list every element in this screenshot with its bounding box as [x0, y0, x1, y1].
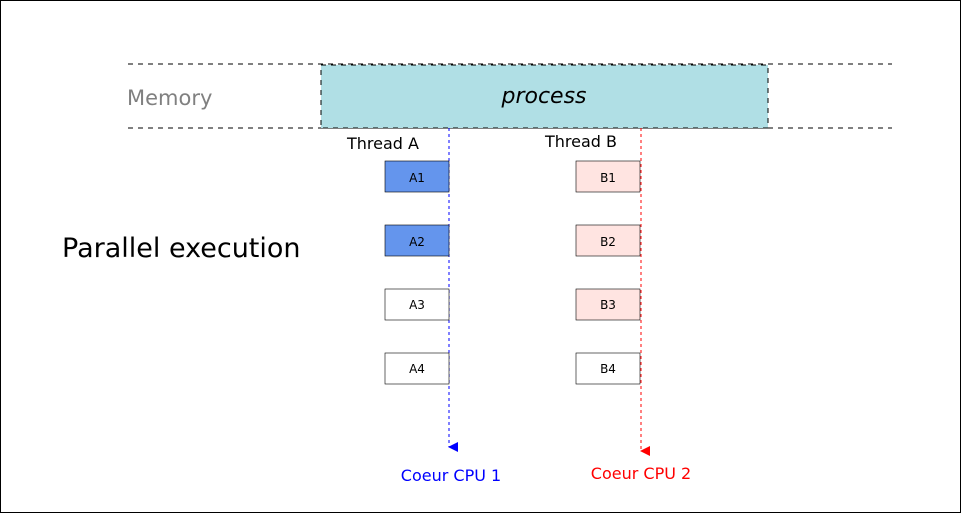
- thread-a-label: Thread A: [346, 134, 419, 153]
- task-label-a2: A2: [409, 235, 425, 249]
- task-label-a4: A4: [409, 362, 425, 376]
- task-label-b2: B2: [600, 235, 616, 249]
- task-label-a1: A1: [409, 171, 425, 185]
- diagram-title: Parallel execution: [62, 233, 301, 264]
- task-box-b3: [575, 288, 641, 321]
- task-box-a2: [384, 224, 450, 257]
- task-label-b3: B3: [600, 298, 616, 312]
- task-label-a3: A3: [409, 298, 425, 312]
- cpu-core-1-label: Coeur CPU 1: [401, 466, 501, 485]
- task-box-b4: [575, 352, 641, 385]
- task-box-a1: [384, 160, 450, 193]
- memory-label: Memory: [127, 86, 212, 110]
- cpu-core-2-label: Coeur CPU 2: [591, 464, 691, 483]
- task-box-a4: [384, 352, 450, 385]
- process-box: [320, 64, 769, 129]
- task-box-a3: [384, 288, 450, 321]
- task-box-b2: [575, 224, 641, 257]
- thread-a-tasks: A1 A2 A3 A4: [384, 160, 450, 385]
- task-label-b1: B1: [600, 171, 616, 185]
- thread-b-label: Thread B: [544, 132, 617, 151]
- task-box-b1: [575, 160, 641, 193]
- thread-b-tasks: B1 B2 B3 B4: [575, 160, 641, 385]
- task-label-b4: B4: [600, 362, 616, 376]
- process-label: process: [500, 84, 586, 109]
